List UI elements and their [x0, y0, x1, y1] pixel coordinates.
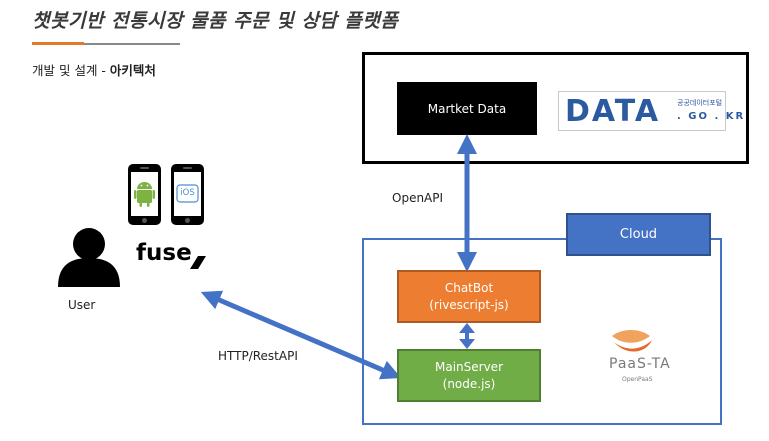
subtitle-prefix: 개발 및 설계 -	[32, 63, 110, 78]
ios-badge-text: iOS	[180, 188, 195, 198]
http-arrow	[200, 290, 402, 380]
mainserver-node: MainServer (node.js)	[397, 349, 541, 402]
chatbot-node: ChatBot (rivescript-js)	[397, 270, 541, 323]
mainserver-subtitle: (node.js)	[442, 376, 496, 391]
http-restapi-label: HTTP/RestAPI	[218, 349, 298, 363]
title-underline-accent	[32, 42, 84, 45]
fuse-logo-text: fuse	[136, 240, 192, 266]
page-title: 챗봇기반 전통시장 물품 주문 및 상담 플랫폼	[32, 10, 399, 32]
data-logo-text: DATA	[565, 94, 661, 129]
android-logo-icon	[137, 182, 152, 189]
ios-phone-icon	[171, 164, 204, 225]
title-underline	[84, 43, 180, 45]
chatbot-subtitle: (rivescript-js)	[429, 297, 509, 312]
android-phone-icon	[128, 164, 161, 225]
openpaas-text: OpenPaaS	[622, 376, 653, 383]
subtitle-bold: 아키텍처	[109, 63, 156, 78]
chatbot-title: ChatBot	[444, 280, 494, 295]
chatbot-mainserver-arrow	[459, 323, 475, 349]
data-logo-domain: . GO . KR	[677, 111, 746, 122]
page-subtitle: 개발 및 설계 - 아키텍처	[32, 60, 156, 79]
cloud-label-box: Cloud	[566, 213, 711, 256]
openapi-label: OpenAPI	[392, 191, 444, 205]
mainserver-title: MainServer	[435, 359, 503, 374]
data-go-kr-logo: DATA 공공데이터포털 . GO . KR	[558, 91, 743, 131]
data-logo-org: 공공데이터포털	[677, 99, 723, 107]
user-label: User	[68, 298, 96, 312]
market-data-node: Martket Data	[397, 82, 537, 135]
paas-ta-text: PaaS-TA	[609, 356, 671, 372]
